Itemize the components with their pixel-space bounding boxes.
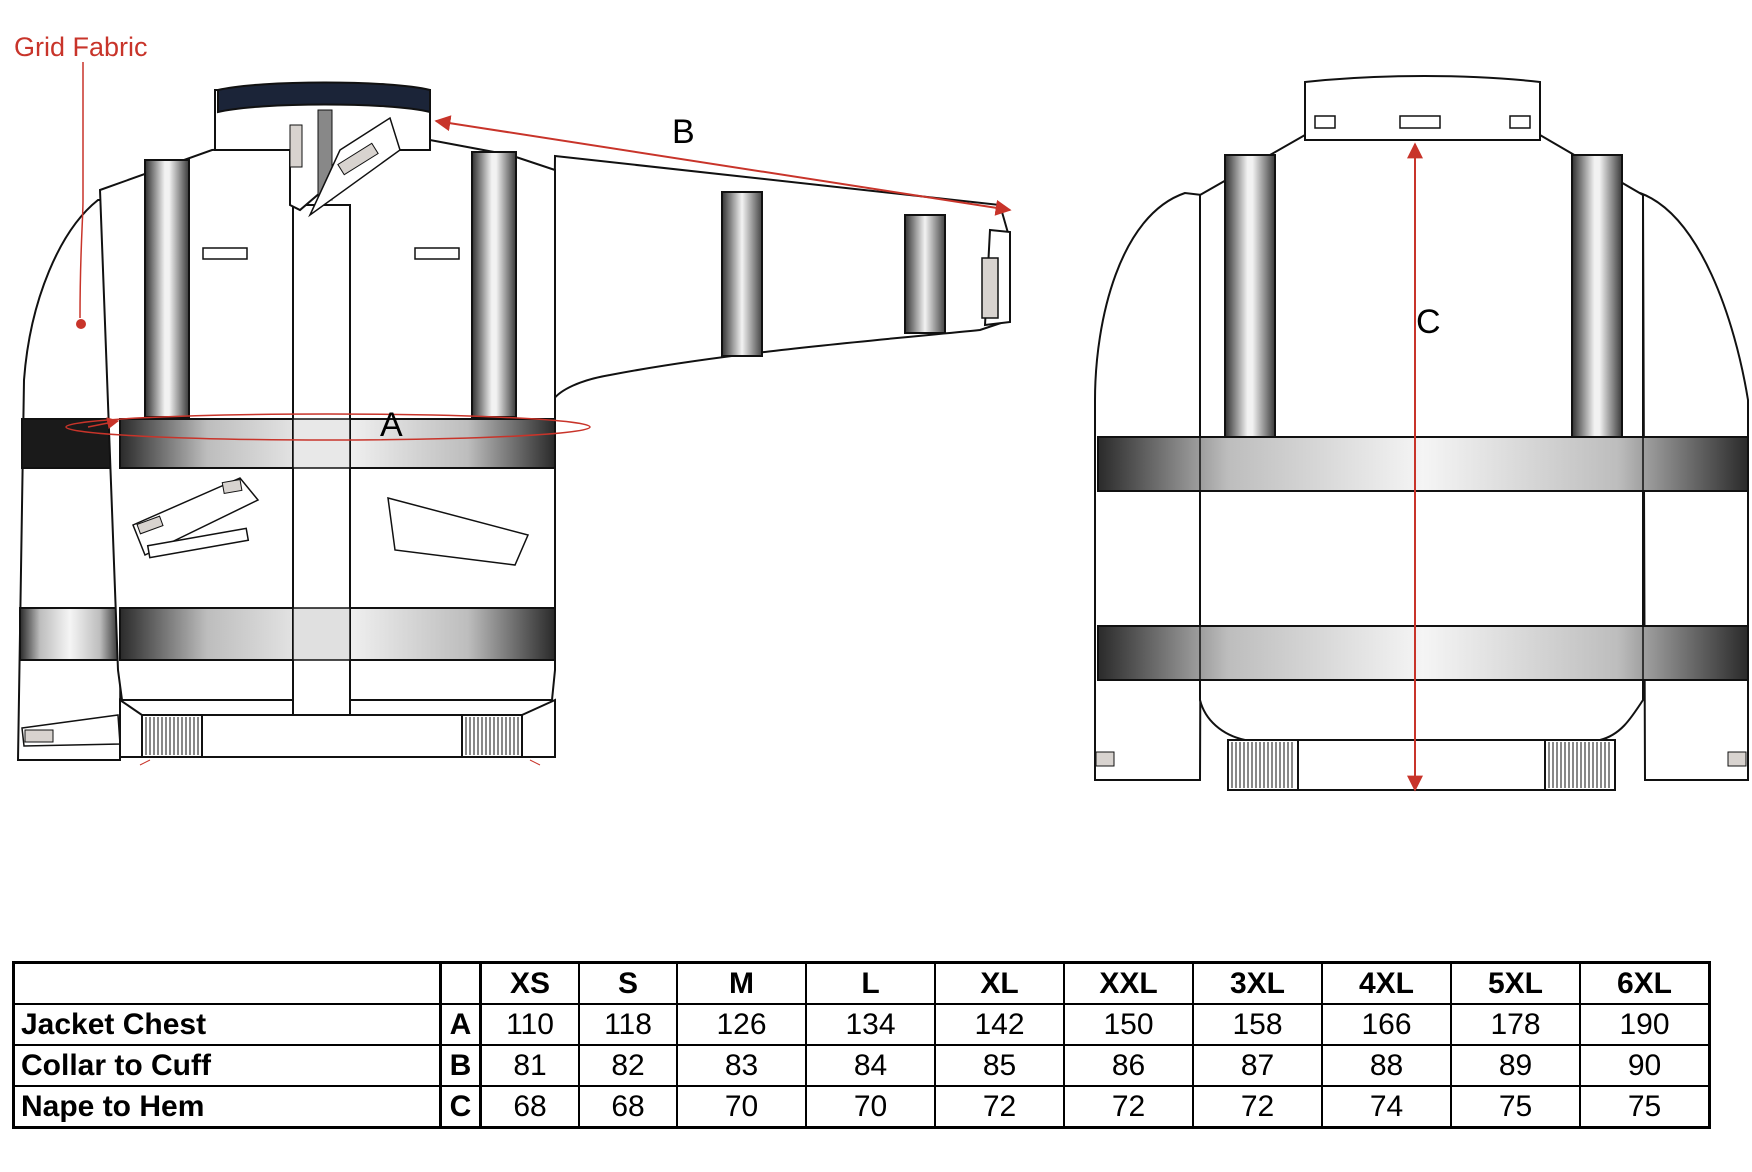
size-chart: XS S M L XL XXL 3XL 4XL 5XL 6XL Jacket C… (12, 961, 1711, 1129)
fabric-leader-dot (76, 319, 86, 329)
table-cell: 150 (1063, 1003, 1194, 1046)
table-cell: 68 (479, 1085, 580, 1129)
sleeve-tape-lower (904, 214, 946, 334)
header-blank (12, 961, 442, 1005)
fabric-leader-line (79, 62, 84, 319)
table-row: Nape to Hem C 68 68 70 70 72 72 72 74 75… (12, 1085, 1711, 1129)
table-cell: 166 (1321, 1003, 1452, 1046)
size-header: 6XL (1579, 961, 1711, 1005)
pocket-left (132, 477, 260, 557)
front-rib-left (141, 714, 203, 758)
table-row: Collar to Cuff B 81 82 83 84 85 86 87 88… (12, 1044, 1711, 1087)
front-sleeve-right (551, 154, 1011, 404)
table-cell: 158 (1192, 1003, 1323, 1046)
table-cell: 89 (1450, 1044, 1581, 1087)
grid-fabric-band (21, 418, 123, 469)
chest-tab-right (414, 247, 460, 260)
measurement-callouts: A B C (65, 62, 1441, 792)
table-cell: 81 (479, 1044, 580, 1087)
row-code: B (439, 1044, 482, 1087)
size-header: XS (479, 961, 580, 1005)
table-cell: 190 (1579, 1003, 1711, 1046)
table-cell: 72 (1063, 1085, 1194, 1129)
size-header: XXL (1063, 961, 1194, 1005)
row-code: A (439, 1003, 482, 1046)
table-cell: 75 (1579, 1085, 1711, 1129)
table-cell: 86 (1063, 1044, 1194, 1087)
jacket-diagram: A B C (16, 62, 1749, 792)
table-cell: 142 (934, 1003, 1065, 1046)
back-tape-left (1224, 154, 1276, 438)
row-label: Nape to Hem (12, 1085, 442, 1129)
table-cell: 74 (1321, 1085, 1452, 1129)
back-chest-tape (1097, 436, 1749, 492)
front-placket (292, 204, 351, 756)
collar-lining (217, 81, 431, 114)
table-cell: 110 (479, 1003, 580, 1046)
sleeve-arrow (434, 115, 1012, 216)
table-row: Jacket Chest A 110 118 126 134 142 150 1… (12, 1003, 1711, 1046)
chest-tab-left (202, 247, 248, 260)
left-sleeve-tape (19, 607, 121, 661)
label-c: C (1416, 303, 1441, 341)
size-header: S (578, 961, 678, 1005)
table-cell: 85 (934, 1044, 1065, 1087)
cuff-tab (981, 257, 999, 319)
size-header: 4XL (1321, 961, 1452, 1005)
front-tape-left (144, 159, 190, 418)
table-cell: 87 (1192, 1044, 1323, 1087)
grid-fabric-label: Grid Fabric (14, 32, 148, 62)
table-cell: 83 (676, 1044, 807, 1087)
label-a: A (380, 406, 403, 444)
left-cuff-tab (24, 729, 54, 743)
size-header: XL (934, 961, 1065, 1005)
table-cell: 90 (1579, 1044, 1711, 1087)
front-rib-right (461, 714, 523, 758)
back-tape-right (1571, 154, 1623, 438)
label-b: B (672, 113, 695, 151)
table-cell: 178 (1450, 1003, 1581, 1046)
front-view (16, 81, 1011, 766)
chest-ellipse (65, 413, 591, 441)
table-cell: 70 (805, 1085, 936, 1129)
row-label: Jacket Chest (12, 1003, 442, 1046)
pocket-right (387, 496, 530, 566)
table-cell: 84 (805, 1044, 936, 1087)
size-header: 3XL (1192, 961, 1323, 1005)
back-hem-tape (1097, 625, 1749, 681)
table-cell: 118 (578, 1003, 678, 1046)
table-cell: 88 (1321, 1044, 1452, 1087)
rib-lines (145, 717, 519, 755)
table-cell: 72 (934, 1085, 1065, 1129)
table-cell: 134 (805, 1003, 936, 1046)
row-code: C (439, 1085, 482, 1129)
size-header-row: XS S M L XL XXL 3XL 4XL 5XL 6XL (12, 961, 1711, 1005)
table-cell: 82 (578, 1044, 678, 1087)
size-header: M (676, 961, 807, 1005)
table-cell: 126 (676, 1003, 807, 1046)
row-label: Collar to Cuff (12, 1044, 442, 1087)
size-header: L (805, 961, 936, 1005)
size-header: 5XL (1450, 961, 1581, 1005)
table-cell: 75 (1450, 1085, 1581, 1129)
sleeve-tape-upper (721, 191, 763, 357)
header-blank-code (439, 961, 482, 1005)
table-cell: 72 (1192, 1085, 1323, 1129)
back-collar (1304, 75, 1541, 141)
back-view (1094, 75, 1749, 791)
table-cell: 70 (676, 1085, 807, 1129)
table-cell: 68 (578, 1085, 678, 1129)
front-tape-right (471, 151, 517, 418)
